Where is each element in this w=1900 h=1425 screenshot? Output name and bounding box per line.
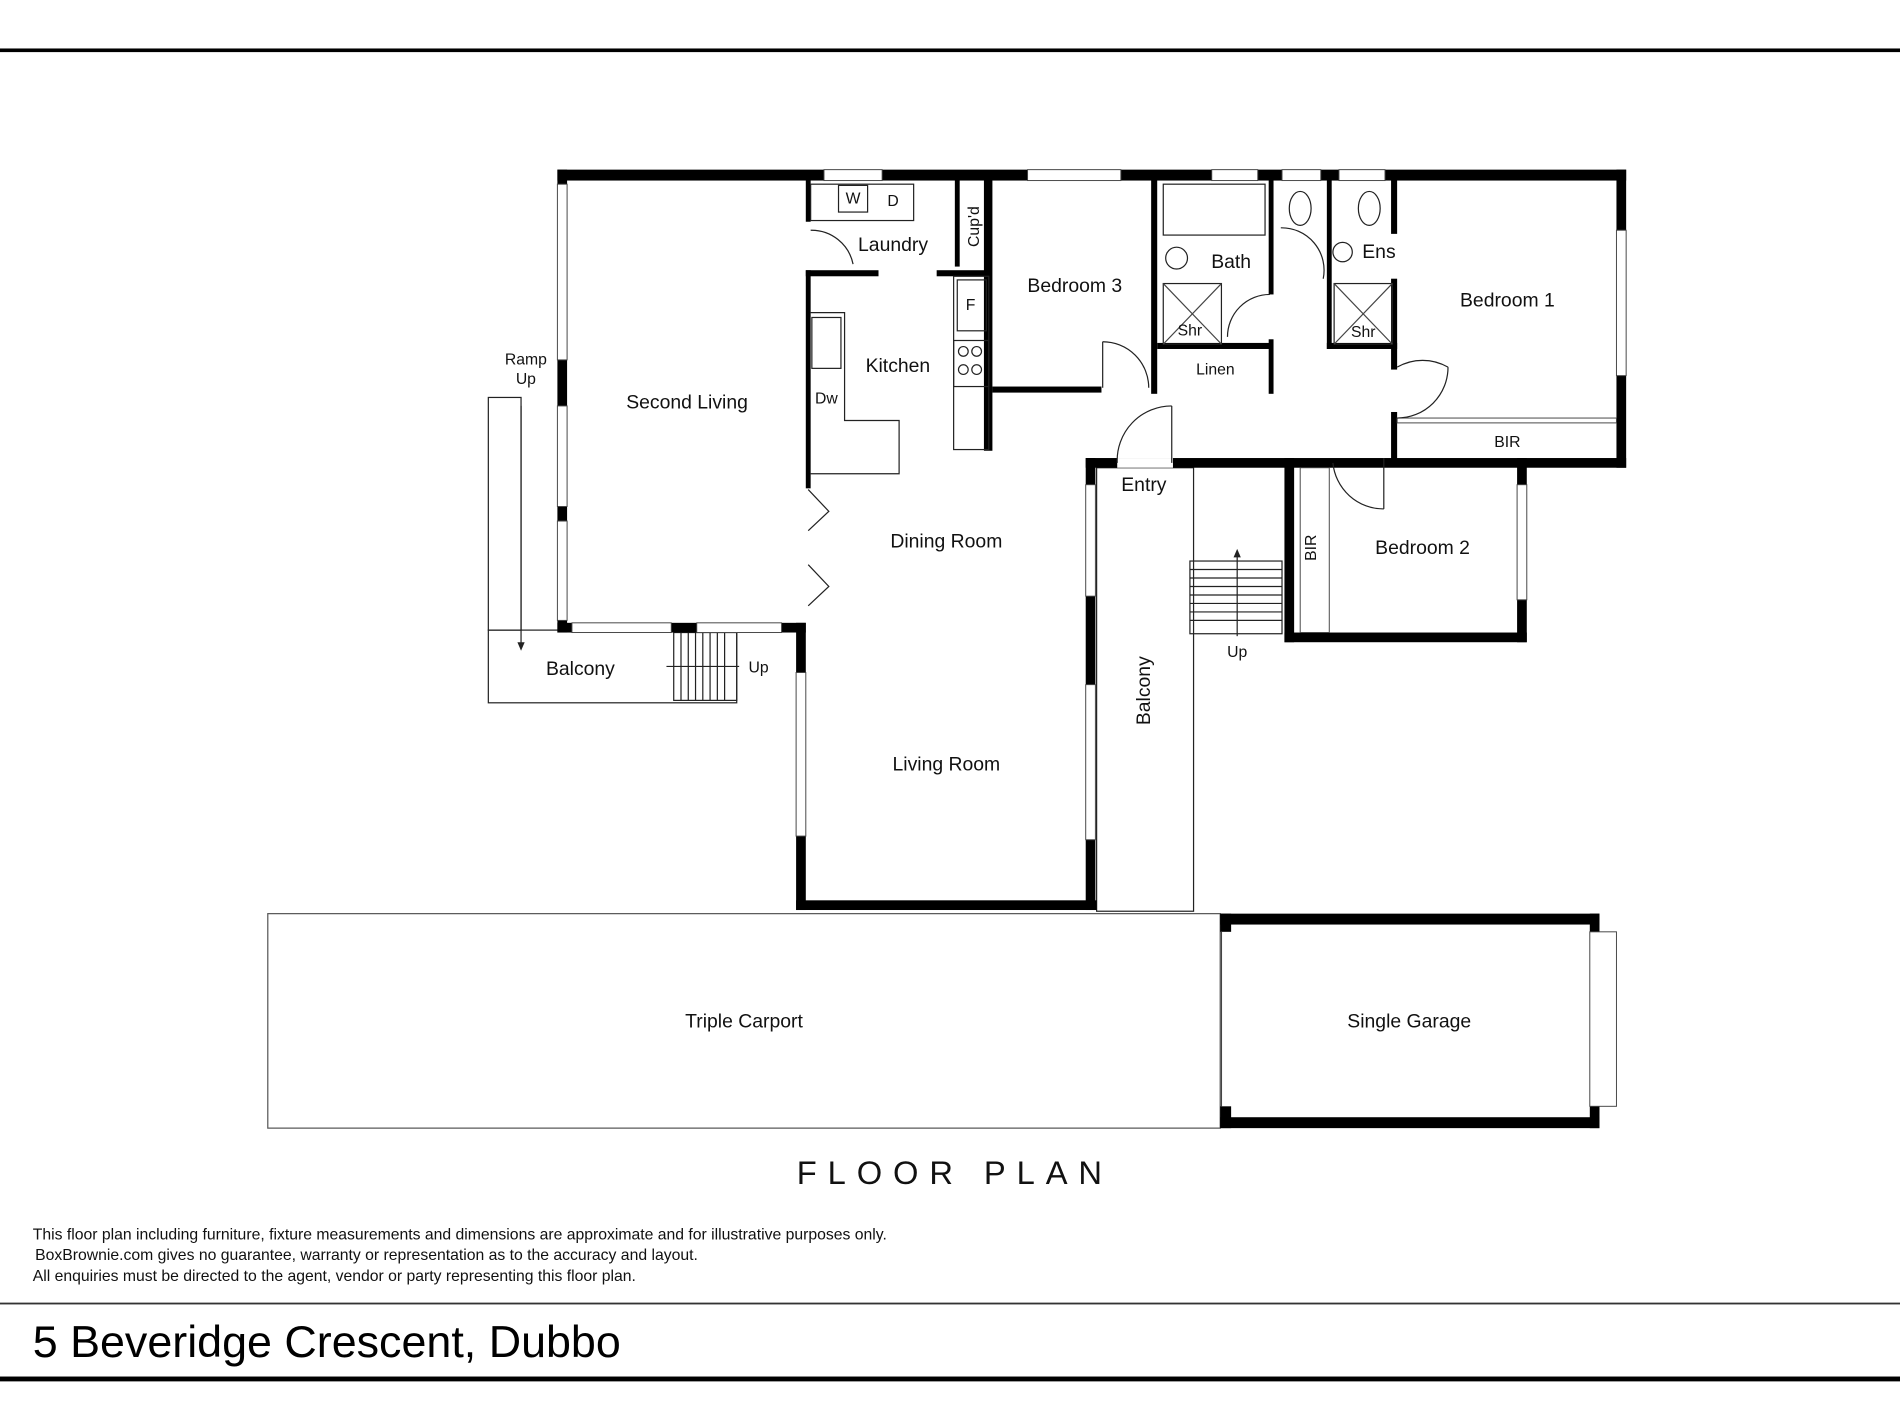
room-label-cupboard: Cup'd [966,206,983,247]
garage-wall-top [1220,913,1600,925]
room-label-bir-bedroom-2: BIR [1303,535,1320,561]
room-label-bath: Bath [1211,251,1251,273]
room-label-bedroom-1: Bedroom 1 [1460,290,1555,312]
room-label-balcony-right: Balcony [1133,656,1155,725]
ramp-outline [487,396,522,631]
garage-wall-stub [1220,913,1232,932]
disclaimer-line: This floor plan including furniture, fix… [33,1227,887,1244]
garage-wall-stub [1589,1106,1600,1129]
room-label-living-room: Living Room [893,754,1001,776]
room-label-balcony-left: Balcony [546,658,615,680]
room-label-bedroom-3: Bedroom 3 [1027,275,1122,297]
doors [807,227,1449,607]
disclaimer-line: BoxBrownie.com gives no guarantee, warra… [35,1247,698,1264]
room-label-kitchen: Kitchen [866,355,931,377]
room-label-single-garage: Single Garage [1347,1011,1471,1033]
room-label-linen: Linen [1196,361,1235,378]
left-stairs-up-label: Up [748,660,768,677]
garage-wall-stub [1220,1106,1232,1129]
room-label-laundry: Laundry [858,234,928,256]
floor-plan-title: FLOOR PLAN [797,1154,1113,1191]
room-label-entry: Entry [1121,474,1167,496]
left-stairs [666,631,740,701]
fixture-label-shower-bath: Shr [1178,323,1203,340]
room-label-second-living: Second Living [626,391,748,413]
top-rule [0,48,1900,53]
garage-wall-bottom [1220,1117,1600,1129]
room-label-bir-bedroom-1: BIR [1494,434,1520,451]
room-label-bedroom-2: Bedroom 2 [1375,537,1470,559]
address-divider-bottom [0,1376,1900,1382]
room-label-dining-room: Dining Room [890,531,1002,553]
fixture-label-dishwasher: Dw [815,391,838,408]
garage-wall-stub [1589,913,1600,932]
floor-plan-drawing [267,169,1627,1129]
address-divider-top [0,1302,1900,1305]
windows [556,169,1627,841]
fixture-label-fridge: F [966,297,976,314]
disclaimer-line: All enquiries must be directed to the ag… [33,1268,636,1285]
ramp-up-label: Up [516,371,536,388]
fixture-label-dryer: D [887,193,898,210]
property-address: 5 Beveridge Crescent, Dubbo [33,1316,621,1367]
carport-outline [267,913,1221,1129]
kitchen-fixtures [810,183,1393,475]
room-label-ensuite: Ens [1362,241,1395,263]
fixture-label-shower-ensuite: Shr [1351,324,1376,341]
ramp-arrowhead [517,642,525,651]
right-stairs-up-label: Up [1227,644,1247,661]
fixture-label-washer: W [846,191,861,208]
right-stairs [1189,548,1283,637]
ramp-label: Ramp [505,352,547,369]
room-label-triple-carport: Triple Carport [685,1011,803,1033]
garage-door [1589,931,1617,1107]
